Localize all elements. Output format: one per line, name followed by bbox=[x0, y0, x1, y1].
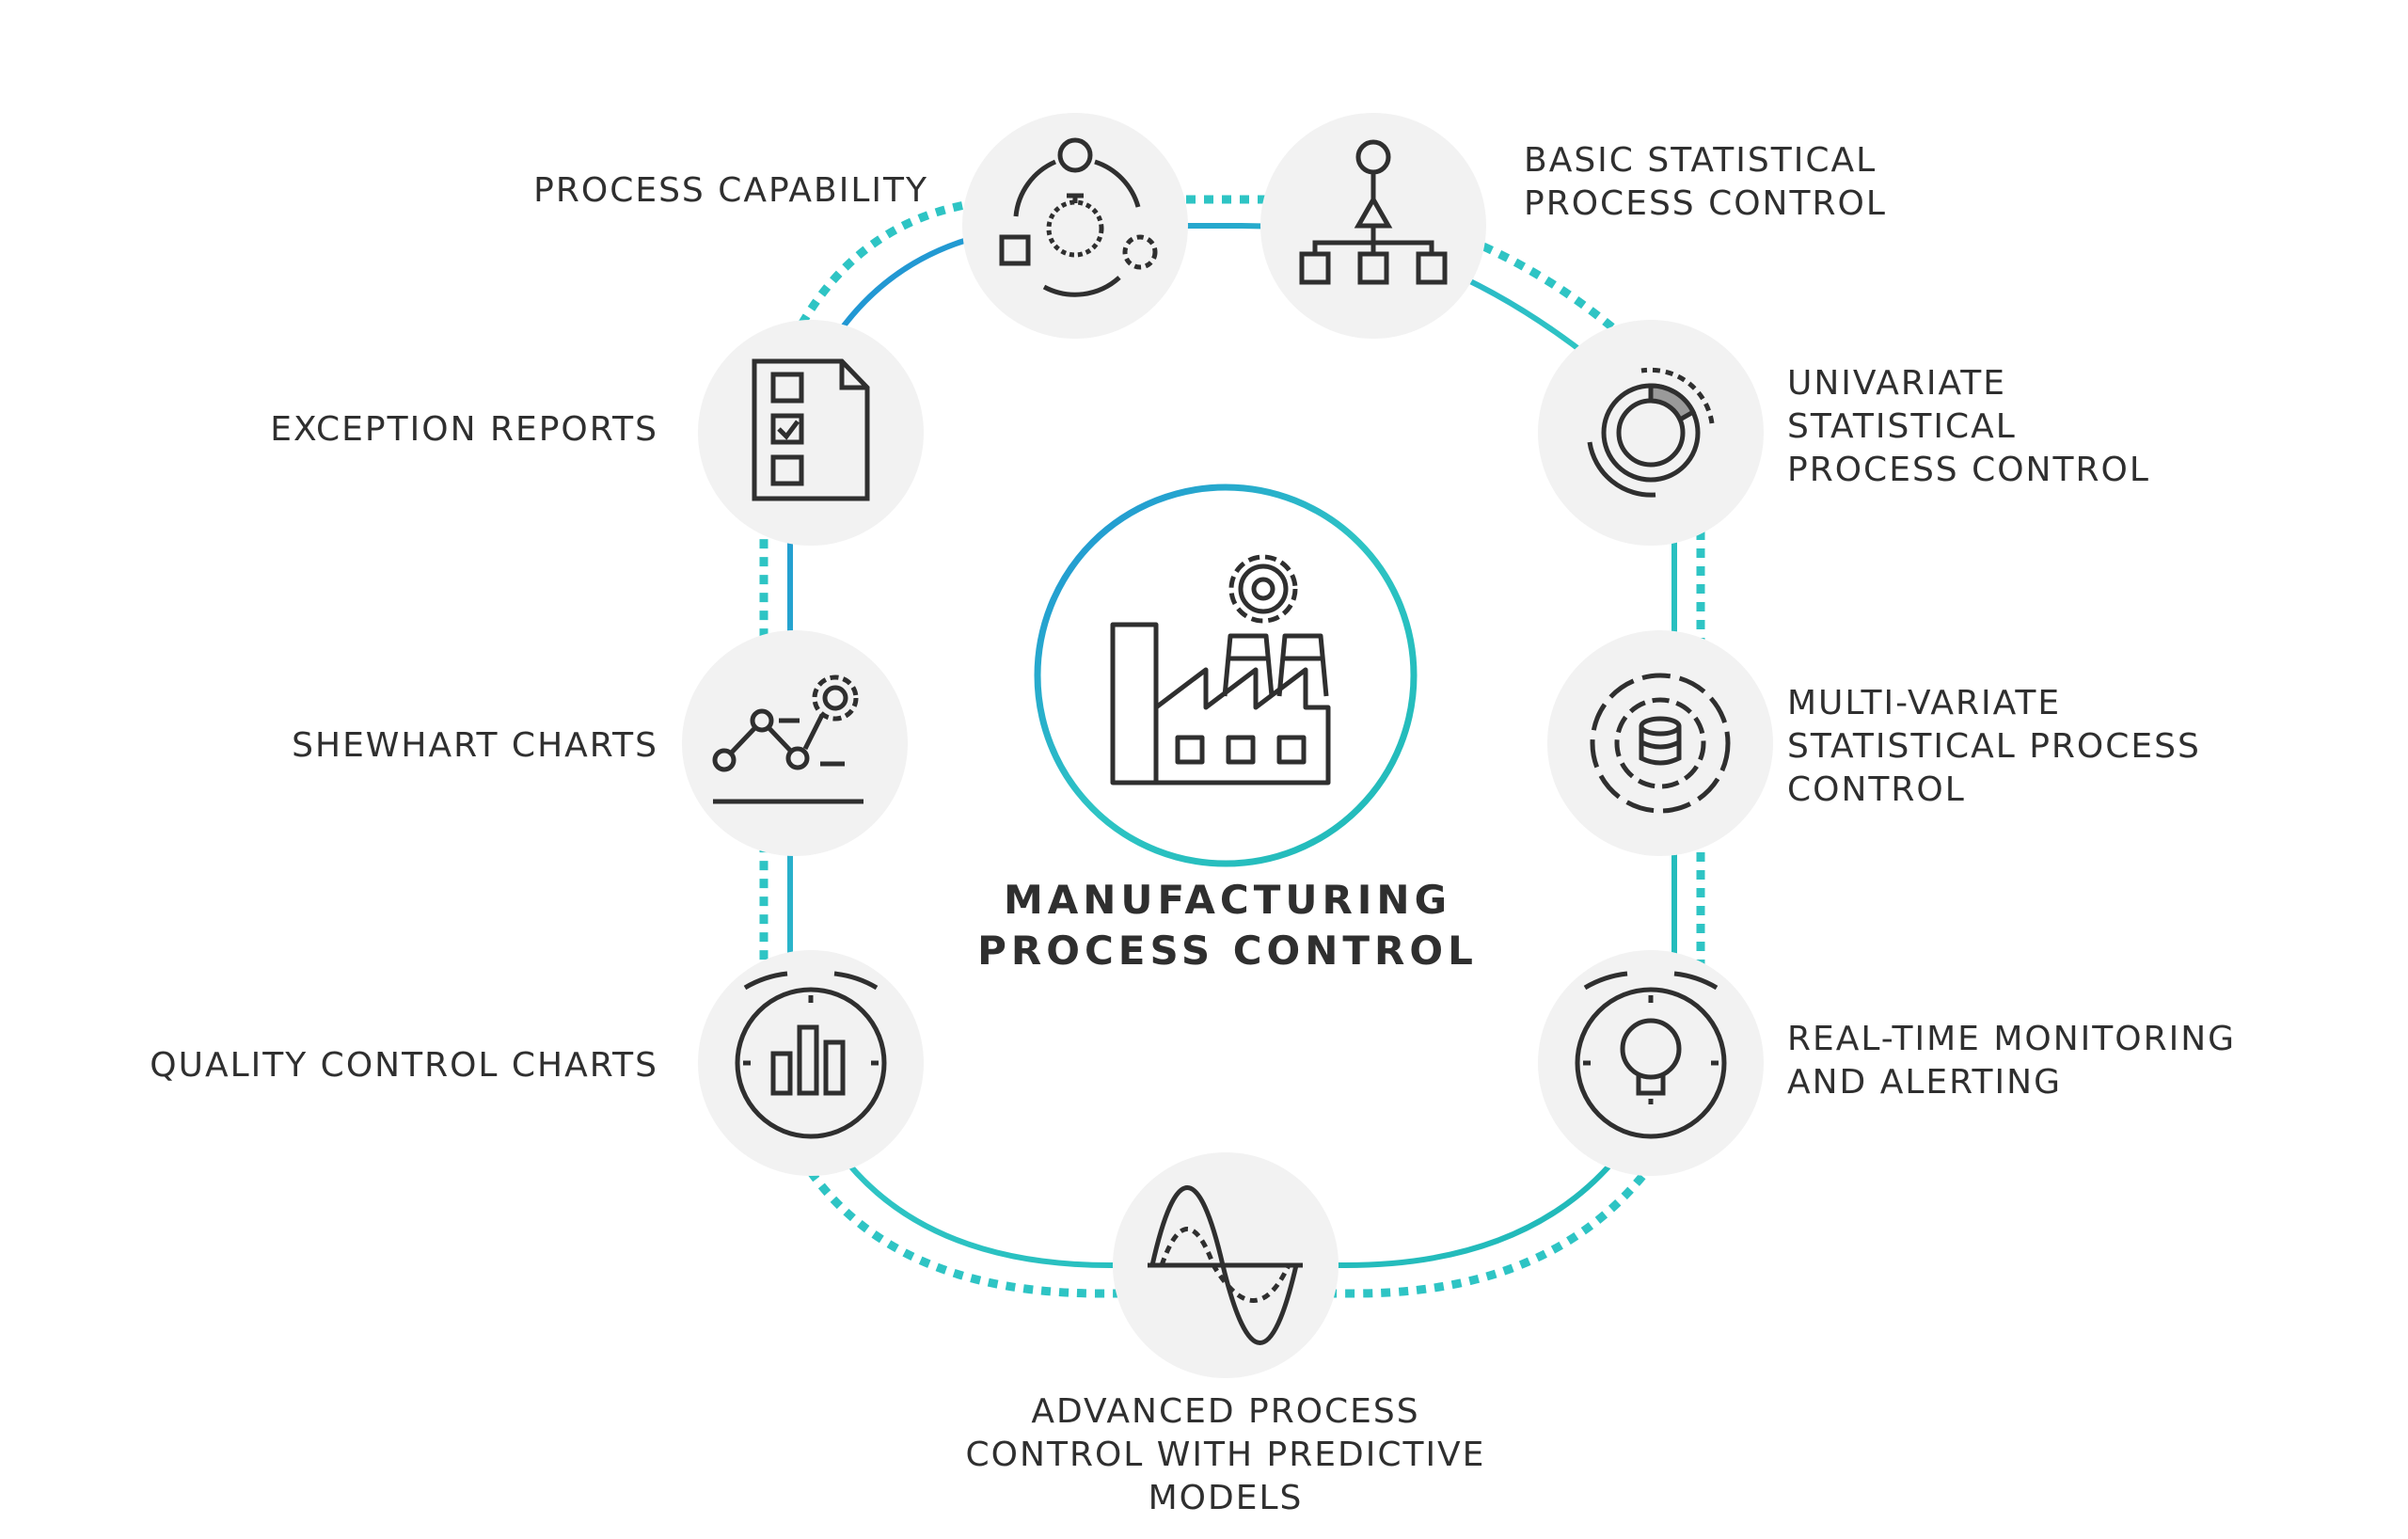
label-basic-spc: BASIC STATISTICAL PROCESS CONTROL bbox=[1524, 139, 1887, 226]
center-title-line: MANUFACTURING bbox=[1003, 877, 1452, 923]
label-line: AND ALERTING bbox=[1787, 1063, 2062, 1102]
node-multivariate-spc bbox=[1547, 630, 1773, 856]
node-process-capability bbox=[962, 113, 1188, 339]
wave-curve-icon bbox=[1148, 1185, 1303, 1345]
label-line: PROCESS CAPABILITY bbox=[533, 171, 928, 210]
label-univariate-spc: UNIVARIATE STATISTICAL PROCESS CONTROL bbox=[1787, 362, 2150, 492]
label-advanced-process-control: ADVANCED PROCESS CONTROL WITH PREDICTIVE… bbox=[943, 1390, 1508, 1520]
node-univariate-spc bbox=[1538, 320, 1764, 546]
label-line: CONTROL WITH PREDICTIVE bbox=[965, 1436, 1486, 1474]
label-line: CONTROL bbox=[1787, 770, 1966, 809]
label-line: MODELS bbox=[1148, 1479, 1304, 1517]
label-line: SHEWHART CHARTS bbox=[292, 726, 658, 765]
label-exception-reports: EXCEPTION REPORTS bbox=[270, 408, 658, 452]
node-shewhart-charts bbox=[682, 630, 908, 856]
label-line: STATISTICAL PROCESS bbox=[1787, 727, 2201, 766]
label-line: BASIC STATISTICAL bbox=[1524, 141, 1877, 180]
center-hub bbox=[1034, 484, 1418, 867]
cycle-stopwatch-icon bbox=[999, 137, 1158, 297]
label-line: ADVANCED PROCESS bbox=[1031, 1392, 1420, 1431]
label-shewhart-charts: SHEWHART CHARTS bbox=[292, 724, 658, 768]
label-line: UNIVARIATE bbox=[1787, 364, 2007, 403]
label-quality-control-charts: QUALITY CONTROL CHARTS bbox=[150, 1044, 658, 1087]
label-realtime-monitoring: REAL-TIME MONITORING AND ALERTING bbox=[1787, 1018, 2236, 1104]
label-line: MULTI-VARIATE bbox=[1787, 684, 2062, 722]
label-line: EXCEPTION REPORTS bbox=[270, 410, 658, 449]
node-realtime-monitoring bbox=[1538, 950, 1764, 1176]
node-basic-spc bbox=[1260, 113, 1486, 339]
label-line: PROCESS CONTROL bbox=[1787, 451, 2150, 489]
node-exception-reports bbox=[698, 320, 924, 546]
bar-chart-dial-icon bbox=[735, 971, 887, 1139]
line-chart-gear-icon bbox=[712, 674, 863, 804]
label-process-capability: PROCESS CAPABILITY bbox=[533, 169, 928, 213]
center-title-line: PROCESS CONTROL bbox=[977, 928, 1478, 974]
label-line: PROCESS CONTROL bbox=[1524, 184, 1887, 223]
donut-cycle-icon bbox=[1587, 367, 1715, 498]
center-title: MANUFACTURING PROCESS CONTROL bbox=[950, 875, 1505, 976]
label-line: STATISTICAL bbox=[1787, 407, 2017, 446]
label-line: QUALITY CONTROL CHARTS bbox=[150, 1046, 658, 1085]
label-multivariate-spc: MULTI-VARIATE STATISTICAL PROCESS CONTRO… bbox=[1787, 682, 2201, 812]
database-segments-icon bbox=[1590, 673, 1731, 814]
checklist-document-icon bbox=[752, 358, 870, 501]
hierarchy-icon bbox=[1299, 139, 1448, 285]
label-line: REAL-TIME MONITORING bbox=[1787, 1020, 2237, 1058]
lightbulb-dial-icon bbox=[1575, 971, 1727, 1139]
node-quality-control-charts bbox=[698, 950, 924, 1176]
node-advanced-process-control bbox=[1113, 1152, 1339, 1378]
dotted-track bbox=[759, 195, 1705, 1298]
factory-gear-icon bbox=[1110, 554, 1331, 785]
